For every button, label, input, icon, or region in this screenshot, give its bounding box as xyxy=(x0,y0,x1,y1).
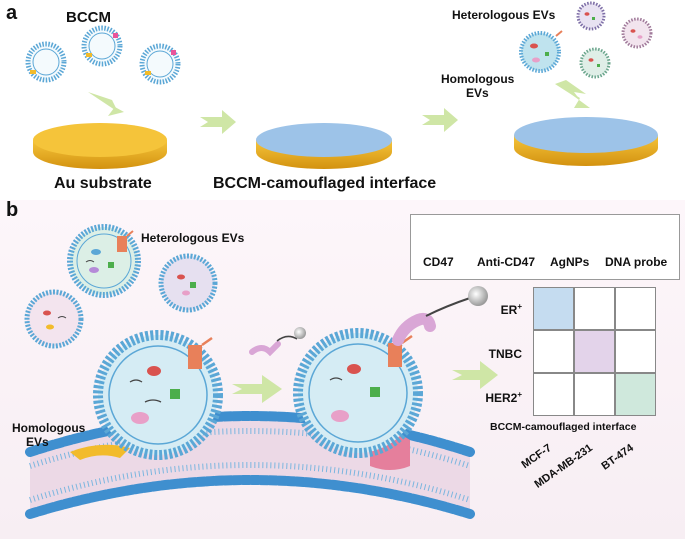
row-label-tnbc: TNBC xyxy=(488,347,522,361)
heterologous-ev-small-3 xyxy=(579,47,611,79)
panel-b-letter: b xyxy=(6,199,19,221)
row-label-her2: HER2+ xyxy=(485,390,522,405)
homologous-ev-small-a xyxy=(519,30,563,73)
final-disk xyxy=(514,117,658,166)
arrow-a3 xyxy=(555,80,586,100)
panel-a-letter: a xyxy=(6,2,18,24)
heterologous-label-a: Heterologous EVs xyxy=(452,8,556,22)
legend-box: CD47 Anti-CD47 AgNPs DNA probe xyxy=(410,214,680,280)
interface-label: BCCM-camouflaged interface xyxy=(213,175,437,192)
au-substrate-disk xyxy=(33,123,167,169)
matrix-cell-r0-c0 xyxy=(533,287,574,330)
homologous-label-b-1: Homologous xyxy=(12,421,86,435)
matrix-cell-r1-c2 xyxy=(615,330,656,373)
heterologous-ev-pink xyxy=(24,289,84,349)
heterologous-ev-small-2 xyxy=(621,17,653,49)
matrix-cell-r0-c1 xyxy=(574,287,615,330)
matrix-cell-r0-c2 xyxy=(615,287,656,330)
recognition-matrix xyxy=(533,287,657,416)
bccm-label: BCCM xyxy=(66,9,111,26)
matrix-cell-r1-c0 xyxy=(533,330,574,373)
arrow-a2 xyxy=(422,108,458,132)
matrix-cell-r2-c2 xyxy=(615,373,656,416)
homologous-label-a-1: Homologous xyxy=(441,72,515,86)
row-label-er: ER+ xyxy=(500,302,522,317)
heterologous-ev-small-1 xyxy=(576,1,606,31)
legend-cd47: CD47 xyxy=(423,255,454,269)
arrow-b1 xyxy=(232,375,282,403)
legend-agnps: AgNPs xyxy=(550,255,590,269)
homologous-label-b-2: EVs xyxy=(26,435,49,449)
legend-anti-cd47: Anti-CD47 xyxy=(477,255,536,269)
au-substrate-label: Au substrate xyxy=(54,175,152,192)
matrix-cell-r2-c1 xyxy=(574,373,615,416)
heterologous-ev-green xyxy=(67,224,141,298)
heterologous-ev-purple xyxy=(158,253,218,313)
homologous-ev-large-1 xyxy=(93,330,223,460)
bccm-vesicle-3 xyxy=(139,43,181,85)
legend-dna-probe: DNA probe xyxy=(605,255,668,269)
matrix-cell-r1-c1 xyxy=(574,330,615,373)
arrow-a1 xyxy=(200,110,236,134)
heterologous-label-b: Heterologous EVs xyxy=(141,231,245,245)
arrow-b2 xyxy=(452,361,498,389)
matrix-caption: BCCM-camouflaged interface xyxy=(490,421,637,433)
bccm-vesicle-1 xyxy=(25,41,67,83)
homologous-label-a-2: EVs xyxy=(466,86,489,100)
interface-disk xyxy=(256,123,392,169)
matrix-cell-r2-c0 xyxy=(533,373,574,416)
free-anti-cd47 xyxy=(249,327,306,357)
bccm-vesicle-2 xyxy=(81,25,123,67)
arrow-to-substrate xyxy=(88,92,124,112)
homologous-ev-large-2 xyxy=(293,286,488,458)
